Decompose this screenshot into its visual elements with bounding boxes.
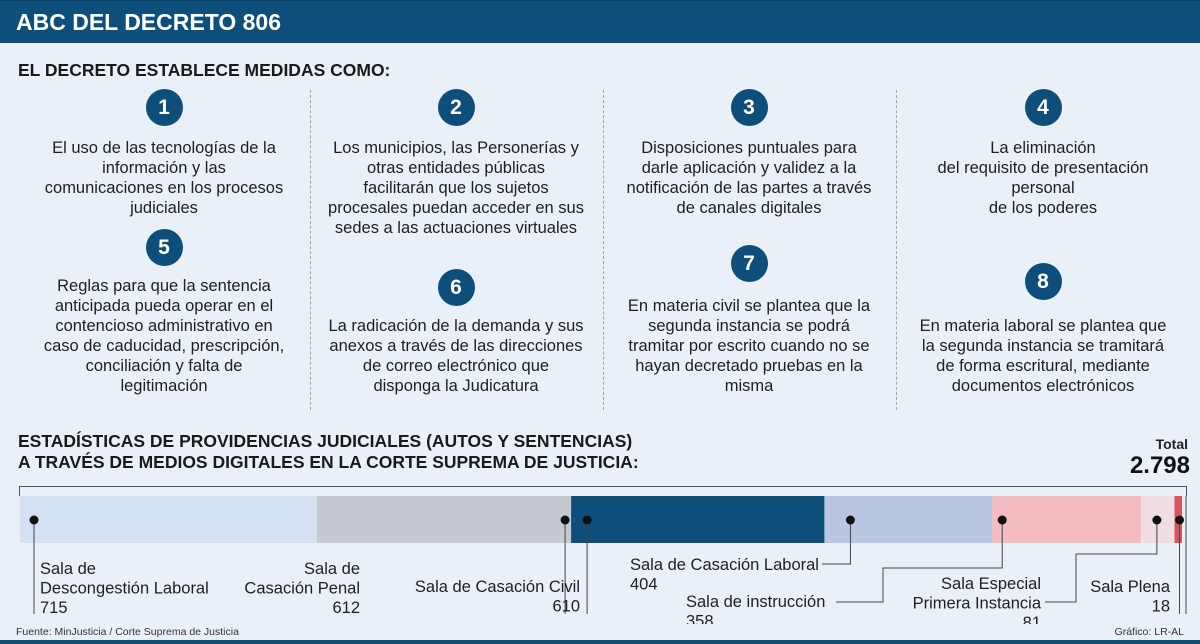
bar-segment <box>316 496 572 543</box>
measure-number-badge: 3 <box>730 89 768 126</box>
total-label: Total <box>1155 436 1188 452</box>
bar-category-label: Sala de instrucción <box>686 593 825 611</box>
bar-value-label: 358 <box>686 613 714 625</box>
data-point-marker <box>997 515 1007 525</box>
measure-number-badge: 4 <box>1024 89 1062 126</box>
measure-text: En materia civil se plantea que la segun… <box>627 297 871 395</box>
data-point-marker <box>582 515 592 525</box>
measure-item-4: 4 La eliminación del requisito de presen… <box>903 89 1183 218</box>
data-point-marker <box>1175 515 1185 525</box>
data-point-marker <box>560 515 570 525</box>
measure-number-badge: 2 <box>437 89 475 126</box>
measure-item-3: 3 Disposiciones puntuales para darle apl… <box>609 89 889 218</box>
measure-item-5: 5 Reglas para que la sentencia anticipad… <box>24 229 304 396</box>
measure-text: La eliminación del requisito de presenta… <box>937 139 1149 217</box>
bar-category-label: Casación Penal <box>244 580 360 598</box>
measure-number-badge: 8 <box>1024 263 1062 300</box>
column-divider <box>310 90 311 410</box>
bar-category-label: Sala de <box>304 560 360 578</box>
page-header: ABC DEL DECRETO 806 <box>0 0 1200 43</box>
measure-text: Los municipios, las Personerías y otras … <box>328 139 584 237</box>
measure-text: El uso de las tecnologías de la informac… <box>44 139 284 217</box>
measure-text: En materia laboral se plantea que la seg… <box>919 317 1167 395</box>
page-title: ABC DEL DECRETO 806 <box>16 9 281 35</box>
total-bracket <box>19 486 1187 496</box>
data-point-marker <box>29 515 39 525</box>
bar-category-label: Sala Plena <box>1090 578 1171 596</box>
column-divider <box>896 90 897 410</box>
bar-category-label: Sala de Casación Civil <box>415 578 580 596</box>
section-title: EL DECRETO ESTABLECE MEDIDAS COMO: <box>18 60 391 80</box>
bar-category-label: Sala de <box>40 560 96 578</box>
bar-value-label: 81 <box>1023 614 1041 624</box>
source-note: Fuente: MinJusticia / Corte Suprema de J… <box>16 626 239 638</box>
bar-value-label: 18 <box>1152 598 1170 616</box>
bottom-bar <box>0 640 1200 644</box>
bar-segment <box>20 496 317 543</box>
data-point-marker <box>1152 515 1162 525</box>
measure-text: Reglas para que la sentencia anticipada … <box>43 277 285 395</box>
bar-category-label: Sala de Casación Laboral <box>630 556 819 574</box>
measure-item-2: 2 Los municipios, las Personerías y otra… <box>316 89 596 238</box>
bar-value-label: 610 <box>552 598 580 616</box>
bar-segment <box>992 496 1141 543</box>
bar-category-label: Sala Especial <box>941 575 1041 593</box>
stats-title: ESTADÍSTICAS DE PROVIDENCIAS JUDICIALES … <box>18 431 639 472</box>
measure-item-8: 8 En materia laboral se plantea que la s… <box>903 263 1183 396</box>
measure-text: Disposiciones puntuales para darle aplic… <box>626 139 872 217</box>
measure-number-badge: 6 <box>437 269 475 306</box>
measure-number-badge: 5 <box>145 229 183 266</box>
measure-item-6: 6 La radicación de la demanda y sus anex… <box>316 269 596 396</box>
leader-line <box>1045 520 1158 603</box>
graphic-credit: Gráfico: LR-AL <box>1114 626 1184 638</box>
bar-value-label: 612 <box>332 599 360 617</box>
measure-text: La radicación de la demanda y sus anexos… <box>328 317 584 395</box>
measure-number-badge: 7 <box>730 245 768 282</box>
bar-value-label: 715 <box>40 599 68 617</box>
bar-segment <box>571 496 825 543</box>
leader-line <box>836 520 1003 603</box>
bar-category-label: Descongestión Laboral <box>40 580 209 598</box>
total-value: 2.798 <box>1129 452 1190 479</box>
data-point-marker <box>845 515 855 525</box>
measure-item-7: 7 En materia civil se plantea que la seg… <box>609 245 889 396</box>
column-divider <box>603 90 604 410</box>
measure-item-1: 1 El uso de las tecnologías de la inform… <box>24 89 304 218</box>
measure-number-badge: 1 <box>145 89 183 126</box>
leader-line <box>822 520 851 565</box>
bar-category-label: Primera Instancia <box>913 595 1042 613</box>
bar-value-label: 404 <box>630 576 658 594</box>
